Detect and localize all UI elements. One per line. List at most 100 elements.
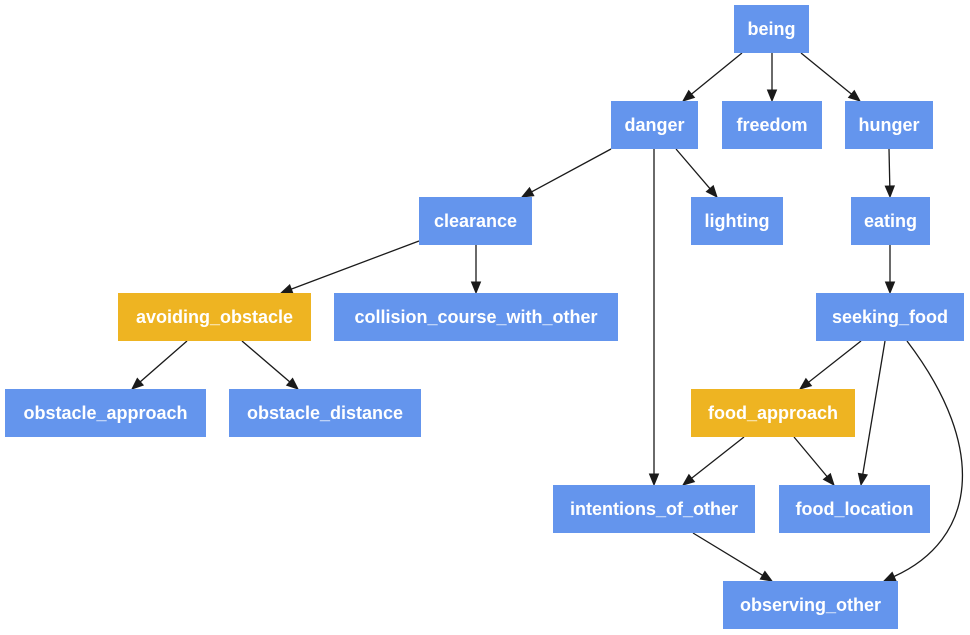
node-label: observing_other [740,595,881,615]
node-box [691,389,855,437]
edge-being-to-freedom [766,53,778,103]
node-seeking-food: seeking_food [816,293,964,341]
node-intentions-of-other: intentions_of_other [553,485,755,533]
edge-seeking-food-to-food-location [857,340,886,487]
node-label: food_approach [708,403,838,423]
node-box [691,197,783,245]
node-label: clearance [434,211,517,231]
edge-hunger-to-eating [884,148,896,199]
node-box [5,389,206,437]
edge-food-approach-to-food-location [793,436,835,487]
node-collision-course-with-other: collision_course_with_other [334,293,618,341]
node-box [816,293,964,341]
edge-line [800,52,852,95]
node-danger: danger [611,101,698,149]
node-freedom: freedom [722,101,822,149]
edge-clearance-to-avoiding-obstacle [279,240,420,294]
edge-being-to-danger [681,52,743,102]
node-food-location: food_location [779,485,930,533]
node-box [845,101,933,149]
node-box [419,197,532,245]
edge-clearance-to-collision-course-with-other [470,245,482,295]
arrowhead [648,473,660,487]
node-label: intentions_of_other [570,499,738,519]
arrowhead [766,89,778,103]
node-box [118,293,311,341]
arrowhead [884,281,896,295]
arrowhead [705,184,718,198]
edge-danger-to-intentions-of-other [648,149,660,487]
edge-seeking-food-to-food-approach [798,340,862,390]
node-label: being [748,19,796,39]
node-box [723,581,898,629]
edge-line [888,148,891,187]
node-label: avoiding_obstacle [136,307,293,327]
edge-line [691,52,743,95]
arrowhead [759,570,774,582]
edge-avoiding-obstacle-to-obstacle-distance [241,340,299,390]
node-label: collision_course_with_other [354,307,597,327]
node-box [734,5,809,53]
node-label: obstacle_distance [247,403,403,423]
edge-danger-to-lighting [675,148,718,198]
node-clearance: clearance [419,197,532,245]
edge-seeking-food-to-observing-other [882,340,964,582]
node-label: danger [624,115,684,135]
edge-line [793,436,828,477]
arrowhead [847,89,862,102]
arrowhead [520,186,535,198]
arrowhead [884,185,896,199]
node-box [779,485,930,533]
arrowhead [285,377,299,390]
node-label: obstacle_approach [23,403,187,423]
node-box [722,101,822,149]
node-box [553,485,755,533]
edge-danger-to-clearance [520,148,612,198]
node-label: hunger [859,115,920,135]
node-box [851,197,930,245]
node-food-approach: food_approach [691,389,855,437]
edge-food-approach-to-intentions-of-other [681,436,745,486]
arrowhead [279,284,294,294]
node-label: eating [864,211,917,231]
edge-line [692,532,763,576]
edge-eating-to-seeking-food [884,245,896,295]
arrowhead [681,89,696,102]
arrowhead [857,472,869,487]
edge-line [862,340,886,475]
edge-intentions-of-other-to-observing-other [692,532,774,582]
node-eating: eating [851,197,930,245]
node-label: freedom [736,115,807,135]
arrowhead [470,281,482,295]
node-avoiding-obstacle: avoiding_obstacle [118,293,311,341]
node-obstacle-approach: obstacle_approach [5,389,206,437]
node-box [611,101,698,149]
edge-line [139,340,188,383]
edge-line [808,340,862,383]
node-box [229,389,421,437]
arrowhead [822,472,835,487]
node-observing-other: observing_other [723,581,898,629]
edges-layer [131,52,964,582]
nodes-layer: being danger freedom hunger clearance lightin… [5,5,964,629]
node-obstacle-distance: obstacle_distance [229,389,421,437]
edge-line [691,436,745,479]
arrowhead [798,377,813,390]
node-label: lighting [705,211,770,231]
node-label: food_location [796,499,914,519]
arrowhead [681,473,696,486]
edge-being-to-hunger [800,52,862,102]
edge-line [675,148,711,190]
edge-line [241,340,291,383]
arrowhead [131,377,145,390]
arrowhead [882,571,897,582]
node-hunger: hunger [845,101,933,149]
node-label: seeking_food [832,307,948,327]
edge-avoiding-obstacle-to-obstacle-approach [131,340,188,390]
edge-line [893,340,964,578]
edge-line [291,240,420,290]
node-being: being [734,5,809,53]
node-box [334,293,618,341]
edge-line [531,148,612,193]
